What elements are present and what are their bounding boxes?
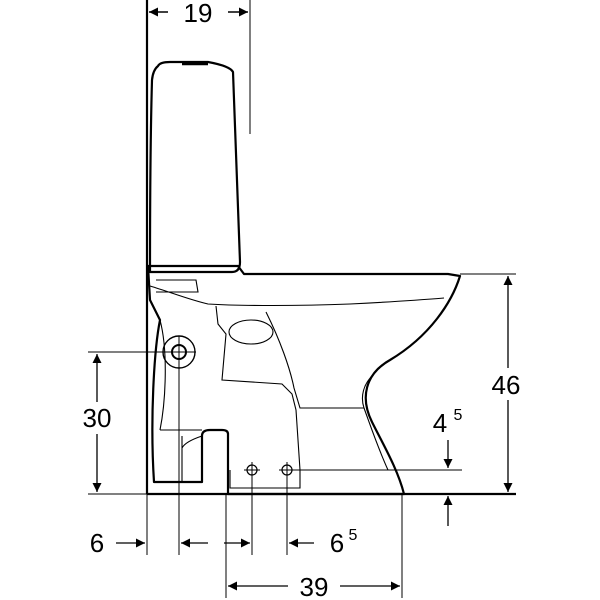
dim-45-sup: 5 — [454, 407, 463, 424]
front-inner-wall — [300, 407, 389, 471]
dim-65-sup: 5 — [349, 527, 358, 544]
dim-30-label: 30 — [83, 403, 112, 433]
cistern-outline — [148, 60, 242, 274]
dim-19-label: 19 — [184, 0, 213, 28]
dim-6-label: 6 — [90, 528, 104, 558]
dim-39-label: 39 — [300, 572, 329, 600]
trapway-outline — [215, 305, 301, 489]
dim-46-label: 46 — [492, 370, 521, 400]
dim-65-label: 6 — [330, 528, 344, 558]
rim-line — [149, 285, 445, 307]
outlet-pipe-contour — [159, 319, 203, 482]
cleaning-opening — [228, 319, 274, 345]
flush-inlet — [156, 279, 199, 293]
dim-45-label: 4 — [433, 408, 447, 438]
trapway-inner — [265, 311, 373, 409]
bowl-outline — [146, 264, 462, 496]
